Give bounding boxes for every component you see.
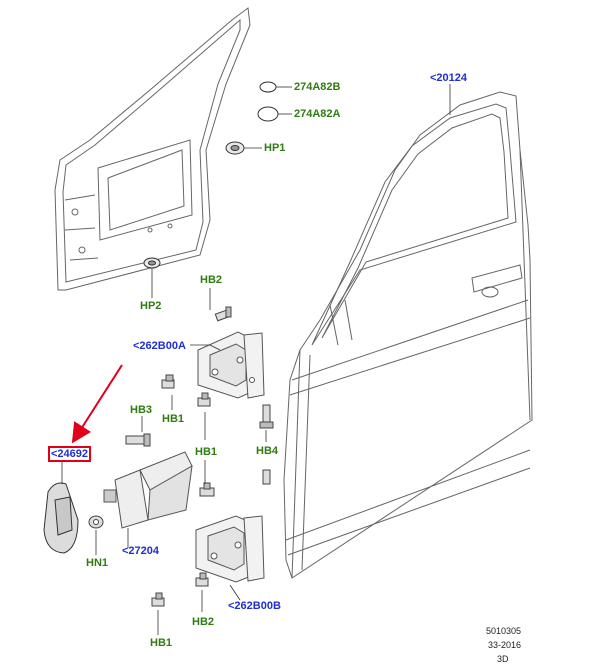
label-hp2: HP2 [140,300,162,312]
label-hb3: HB3 [130,404,153,416]
label-hb1-b: HB1 [195,446,218,458]
bolt-hb1-b [197,392,211,407]
plug-hp1 [225,141,245,155]
label-hb2-bottom: HB2 [192,616,215,628]
door-check [103,451,193,529]
door-inner-frame [54,7,251,291]
stud-hb4 [259,404,274,485]
label-hb2-top: HB2 [200,274,223,286]
bolt-hb1-bottom [151,592,165,607]
label-24692: <24692 [48,446,92,462]
o-ring-274A82B [259,81,277,93]
bolt-hb1-a [161,374,175,389]
label-262B00B: <262B00B [228,600,281,612]
bolt-hb2-top [214,306,232,322]
label-27204: <27204 [122,545,160,557]
diagram-date: 33-2016 [488,640,522,650]
bolt-hb2-bottom [195,572,209,587]
lower-hinge [195,515,265,583]
label-20124: <20124 [430,72,468,84]
label-hb1-a: HB1 [162,413,185,425]
check-cover-24692 [43,482,79,554]
label-274A82B: 274A82B [294,81,341,93]
label-hb1-c: HB1 [150,637,173,649]
nut-hn1 [88,515,104,529]
bolt-hb1-mid [199,482,215,497]
diagram-view: 3D [497,654,509,664]
ring-274A82A [257,106,279,122]
door-shell [283,91,533,579]
callout-arrow [71,364,123,444]
label-hp1: HP1 [264,142,286,154]
plug-hp2 [143,257,161,269]
label-262B00A: <262B00A [133,340,186,352]
label-hb4: HB4 [256,445,279,457]
label-274A82A: 274A82A [294,108,341,120]
bolt-hb3 [125,433,151,447]
diagram-code: 5010305 [486,626,522,636]
upper-hinge [197,331,265,399]
label-hn1: HN1 [86,557,109,569]
